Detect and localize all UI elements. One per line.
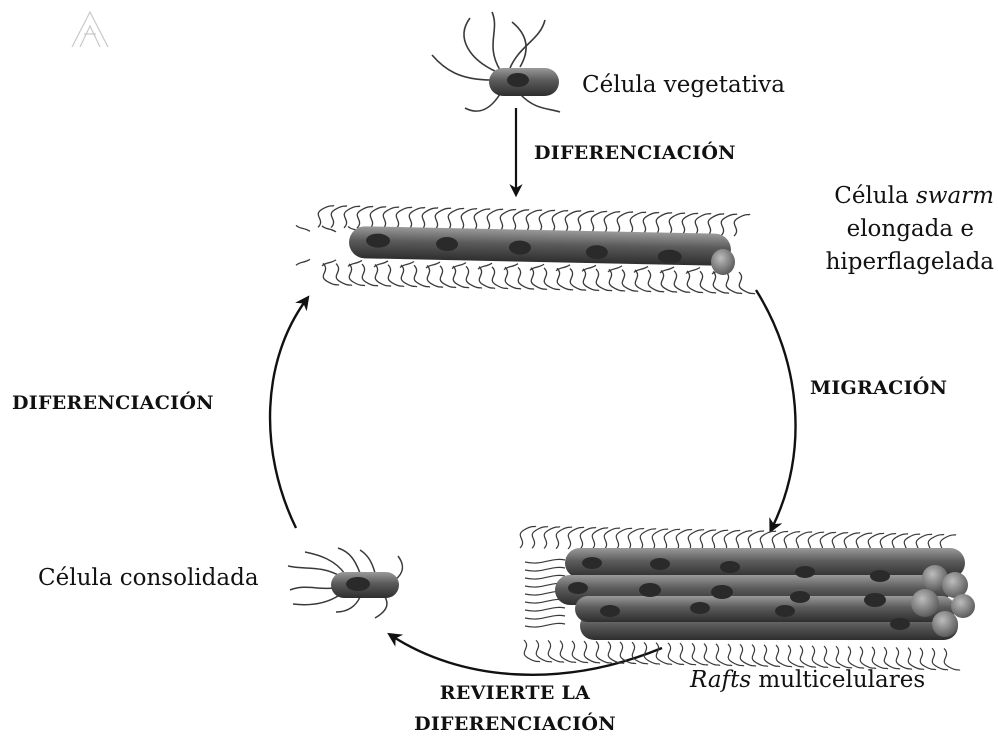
arrow-migration — [756, 290, 796, 528]
flagellum — [660, 267, 674, 273]
flagellum — [739, 272, 755, 294]
label-vegetative-cell: Célula vegetativa — [582, 72, 785, 98]
flagellum — [426, 262, 440, 268]
flagellum — [525, 623, 565, 627]
label-rafts: Rafts multicelulares — [690, 667, 925, 693]
flagellum — [556, 265, 570, 271]
flagellum — [592, 527, 608, 549]
flagellum — [520, 526, 536, 548]
flagellum — [525, 567, 565, 571]
flagellum — [652, 529, 668, 551]
flagellum — [525, 559, 565, 563]
flagellum — [664, 529, 680, 551]
flagellum — [616, 528, 632, 550]
flagellum — [944, 648, 960, 670]
arrow-differentiation-left — [270, 300, 306, 528]
flagellum — [604, 528, 620, 550]
flagellum — [322, 260, 336, 266]
consolidated-cell — [288, 548, 403, 618]
label-differentiation-top: DIFERENCIACIÓN — [534, 142, 736, 164]
flagellum — [525, 575, 565, 579]
label-swarm-line3: hiperflagelada — [780, 249, 994, 275]
flagellum — [580, 527, 596, 549]
multicellular-raft — [520, 526, 975, 670]
label-swarm-italic: swarm — [916, 183, 994, 209]
label-migration: MIGRACIÓN — [810, 377, 947, 399]
flagellum — [400, 262, 414, 268]
logo-icon — [72, 12, 108, 47]
label-revert-line1: REVIERTE LA — [390, 682, 640, 704]
swarm-cell — [296, 205, 755, 294]
flagellum — [634, 266, 648, 272]
label-swarm-line1: Célula swarm — [780, 183, 994, 209]
flagellum — [322, 226, 336, 232]
label-consolidated-cell: Célula consolidada — [38, 565, 259, 591]
flagellum — [556, 527, 572, 549]
flagellum — [296, 225, 310, 231]
flagellum — [525, 615, 565, 619]
flagellum — [296, 259, 310, 265]
label-swarm-line2: elongada e — [780, 216, 974, 242]
flagellum — [530, 264, 544, 270]
flagellum — [676, 529, 692, 551]
flagellum — [628, 528, 644, 550]
flagellum — [478, 263, 492, 269]
label-rafts-italic: Rafts — [690, 667, 751, 693]
flagellum — [374, 261, 388, 267]
flagellum — [568, 527, 584, 549]
label-swarm-prefix: Célula — [834, 183, 916, 209]
flagellum — [686, 268, 700, 274]
flagellum — [532, 526, 548, 548]
flagellum — [452, 263, 466, 269]
label-differentiation-left: DIFERENCIACIÓN — [12, 392, 214, 414]
flagellum — [544, 526, 560, 548]
flagellum — [582, 265, 596, 271]
flagellum — [348, 260, 362, 266]
arrow-revert — [392, 636, 662, 675]
flagellum — [640, 528, 656, 550]
label-revert-line2: DIFERENCIACIÓN — [380, 713, 650, 735]
flagellum — [504, 264, 518, 270]
vegetative-cell — [432, 12, 560, 112]
flagellum — [525, 607, 565, 611]
flagellum — [734, 214, 750, 236]
label-rafts-suffix: multicelulares — [751, 667, 925, 693]
flagellum — [608, 266, 622, 272]
